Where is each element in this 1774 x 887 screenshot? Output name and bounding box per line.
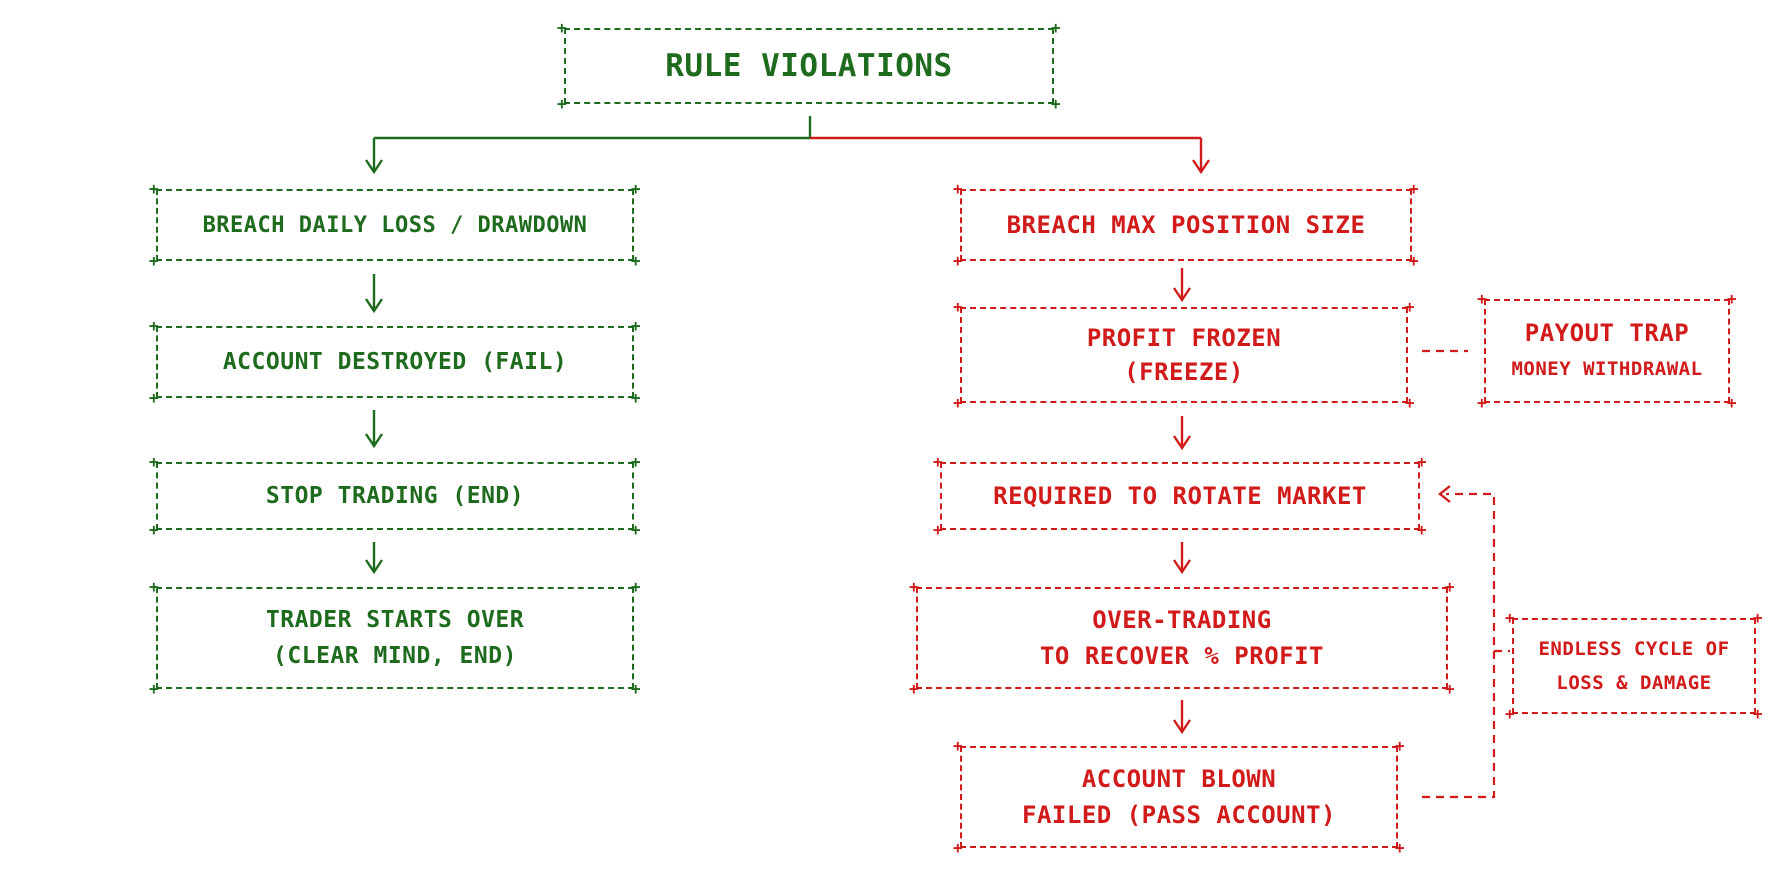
red-step-1-box: BREACH MAX POSITION SIZE ++++: [953, 181, 1418, 269]
green-step-3-label: STOP TRADING (END): [265, 483, 525, 509]
green-step-4-line-1: TRADER STARTS OVER: [265, 607, 525, 633]
side-connectors: [1422, 349, 1510, 799]
red-step-5-line-1: ACCOUNT BLOWN: [1081, 765, 1277, 793]
green-arrows: [365, 274, 383, 575]
red-step-4-line-2: TO RECOVER % PROFIT: [1039, 642, 1325, 670]
green-step-1-label: BREACH DAILY LOSS / DRAWDOWN: [202, 212, 588, 238]
green-step-2-label: ACCOUNT DESTROYED (FAIL): [222, 349, 568, 375]
cycle-return-arrowhead: [1438, 485, 1451, 503]
red-step-4-box: OVER-TRADING TO RECOVER % PROFIT ++++: [909, 579, 1454, 697]
red-step-5-line-2: FAILED (PASS ACCOUNT): [1022, 801, 1336, 829]
green-step-4-box: TRADER STARTS OVER (CLEAR MIND, END) +++…: [149, 579, 640, 697]
root-box: RULE VIOLATIONS ++++: [557, 20, 1060, 112]
red-step-4-line-1: OVER-TRADING: [1092, 606, 1272, 634]
red-step-3-box: REQUIRED TO ROTATE MARKET ++++: [933, 454, 1426, 538]
root-title: RULE VIOLATIONS: [665, 48, 953, 84]
red-step-2-line-1: PROFIT FROZEN: [1086, 324, 1282, 352]
payout-trap-title: PAYOUT TRAP: [1524, 319, 1690, 347]
red-step-2-line-2: (FREEZE): [1124, 358, 1244, 386]
payout-trap-box: PAYOUT TRAP MONEY WITHDRAWAL ++++: [1477, 291, 1736, 411]
green-step-4-line-2: (CLEAR MIND, END): [273, 643, 517, 669]
red-arrows: [1173, 268, 1191, 735]
red-step-2-box: PROFIT FROZEN (FREEZE) ++++: [953, 299, 1414, 411]
endless-cycle-line-2: LOSS & DAMAGE: [1556, 672, 1712, 694]
endless-cycle-box: ENDLESS CYCLE OF LOSS & DAMAGE ++++: [1505, 610, 1762, 722]
red-step-1-label: BREACH MAX POSITION SIZE: [1006, 211, 1366, 239]
green-step-3-box: STOP TRADING (END) ++++: [149, 454, 640, 538]
payout-trap-subtitle: MONEY WITHDRAWAL: [1511, 358, 1703, 380]
red-step-5-box: ACCOUNT BLOWN FAILED (PASS ACCOUNT) ++++: [953, 738, 1404, 856]
red-step-3-label: REQUIRED TO ROTATE MARKET: [993, 482, 1367, 510]
root-connector: [365, 116, 1210, 175]
green-step-1-box: BREACH DAILY LOSS / DRAWDOWN ++++: [149, 181, 640, 269]
endless-cycle-line-1: ENDLESS CYCLE OF: [1538, 638, 1730, 660]
green-step-2-box: ACCOUNT DESTROYED (FAIL) ++++: [149, 318, 640, 406]
